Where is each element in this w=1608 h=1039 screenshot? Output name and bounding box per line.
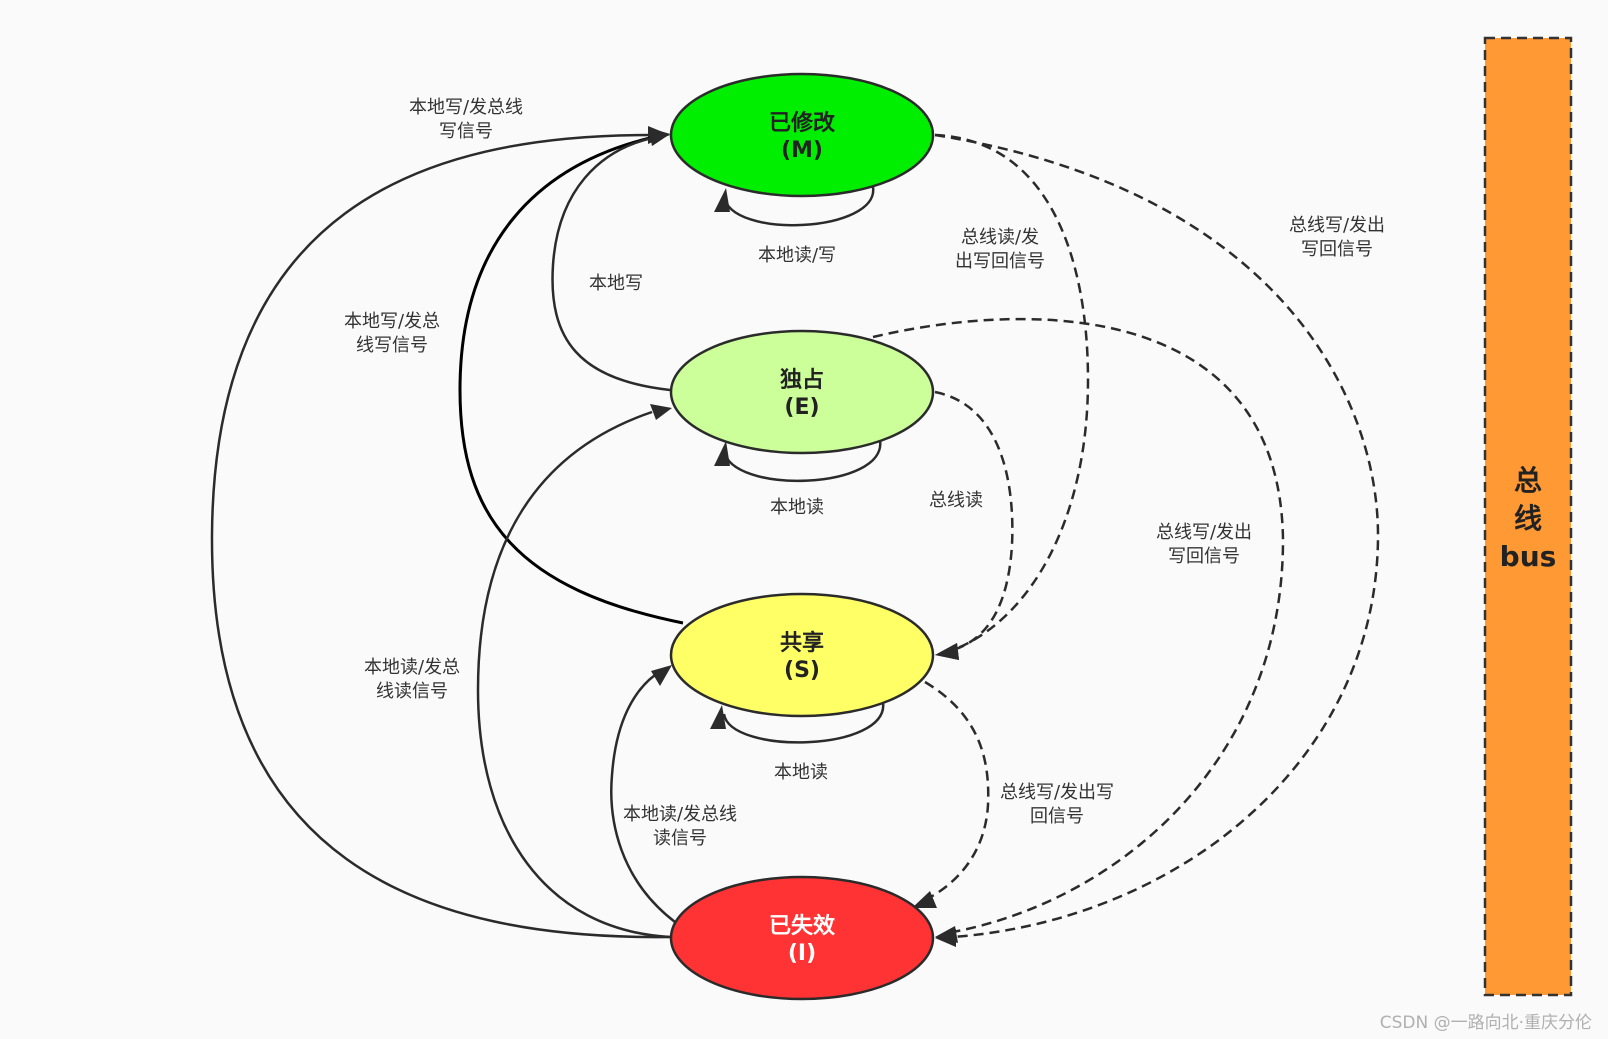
- edge-exclusive-self-loop: [722, 439, 882, 483]
- bus: 总 线 bus: [1483, 36, 1573, 997]
- state-exclusive-name: 独占: [780, 368, 824, 393]
- label-invalid-to-exclusive-line2: 线读信号: [376, 681, 448, 702]
- edge-modified-to-shared: [934, 133, 1090, 652]
- bus-label-line3: bus: [1500, 540, 1557, 573]
- edge-modified-self-loop-arrowhead: [714, 188, 730, 212]
- state-shared-code: (S): [784, 658, 820, 683]
- state-invalid-code: (I): [788, 941, 816, 966]
- edge-exclusive-self-loop-arrowhead: [714, 441, 730, 466]
- state-modified-name: 已修改: [769, 110, 836, 136]
- bus-bar: [1483, 36, 1573, 997]
- label-exclusive-to-invalid-line1: 总线写/发出: [1156, 522, 1252, 543]
- state-shared-name: 共享: [780, 630, 824, 656]
- label-modified-to-invalid-line2: 写回信号: [1301, 239, 1373, 260]
- state-modified-shape: [669, 72, 935, 198]
- state-exclusive-code: (E): [784, 395, 819, 420]
- edge-exclusive-to-invalid-arrowhead: [935, 926, 958, 943]
- label-exclusive-self-loop: 本地读: [770, 497, 824, 518]
- edge-invalid-to-modified: [210, 133, 671, 939]
- edge-exclusive-to-shared: [934, 390, 1014, 652]
- label-invalid-to-shared-line2: 读信号: [653, 828, 707, 849]
- label-invalid-to-modified-line1: 本地写/发总线: [409, 97, 523, 118]
- label-exclusive-to-invalid-line2: 写回信号: [1168, 546, 1240, 567]
- edge-shared-self-loop-arrowhead: [710, 705, 726, 729]
- state-exclusive: 独占 (E): [669, 329, 935, 455]
- state-shared-shape: [669, 592, 935, 718]
- bus-label-line2: 线: [1514, 502, 1542, 535]
- edge-invalid-to-exclusive-arrowhead: [650, 404, 672, 420]
- bus-label-line1: 总: [1514, 464, 1542, 497]
- edge-exclusive-to-modified-arrowhead: [650, 128, 670, 146]
- watermark: CSDN @一路向北·重庆分伦: [1380, 1013, 1592, 1033]
- state-modified-code: (M): [781, 138, 823, 163]
- label-shared-to-invalid-line2: 回信号: [1030, 806, 1084, 827]
- state-shared: 共享 (S): [669, 592, 935, 718]
- label-invalid-to-modified-line2: 写信号: [439, 121, 493, 142]
- label-exclusive-to-shared: 总线读: [929, 490, 983, 511]
- label-shared-to-modified-line1: 本地写/发总: [344, 311, 440, 332]
- state-exclusive-shape: [669, 329, 935, 455]
- edge-exclusive-to-shared-arrowhead: [935, 643, 959, 660]
- label-invalid-to-exclusive-line1: 本地读/发总: [364, 657, 460, 678]
- state-invalid-name: 已失效: [769, 913, 835, 939]
- edge-shared-to-invalid: [924, 680, 990, 902]
- label-exclusive-to-modified: 本地写: [589, 273, 643, 294]
- edge-modified-self-loop: [722, 186, 875, 227]
- edge-invalid-to-exclusive: [476, 410, 671, 939]
- label-modified-to-shared-line1: 总线读/发: [961, 227, 1039, 248]
- label-modified-self-loop: 本地读/写: [758, 245, 836, 266]
- state-modified: 已修改 (M): [669, 72, 935, 198]
- label-modified-to-invalid-line1: 总线写/发出: [1289, 215, 1385, 236]
- edge-shared-self-loop: [722, 701, 885, 744]
- edge-invalid-to-shared: [610, 674, 676, 923]
- label-invalid-to-shared-line1: 本地读/发总线: [623, 804, 737, 825]
- label-shared-self-loop: 本地读: [774, 762, 828, 783]
- edge-shared-to-modified: [458, 136, 684, 625]
- edge-exclusive-to-invalid: [872, 317, 1285, 934]
- label-shared-to-invalid-line1: 总线写/发出写: [1000, 782, 1114, 803]
- edge-invalid-to-shared-arrowhead: [651, 665, 672, 686]
- label-modified-to-shared-line2: 出写回信号: [955, 251, 1045, 272]
- state-invalid: 已失效 (I): [669, 875, 935, 1001]
- label-shared-to-modified-line2: 线写信号: [356, 335, 428, 356]
- edge-exclusive-to-modified: [551, 136, 671, 392]
- edge-modified-to-invalid: [934, 133, 1380, 939]
- state-invalid-shape: [669, 875, 935, 1001]
- edge-shared-to-invalid-arrowhead: [912, 891, 937, 908]
